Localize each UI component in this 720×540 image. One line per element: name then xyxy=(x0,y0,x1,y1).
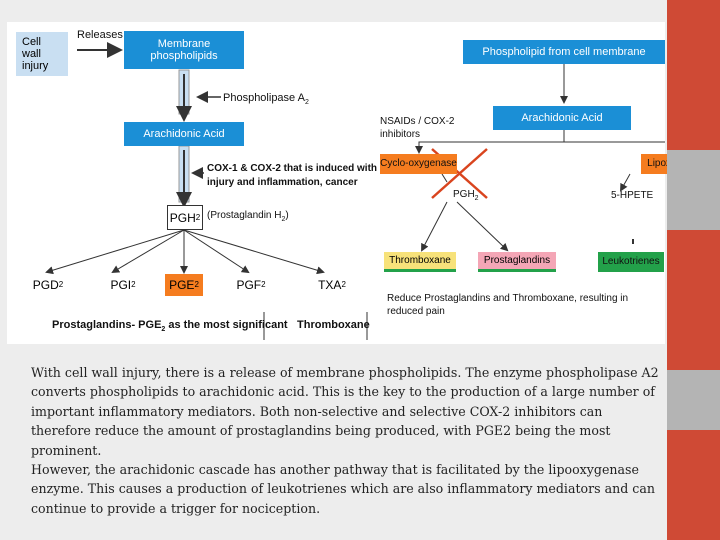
cox-note-line2: injury and inflammation, cancer xyxy=(207,177,358,188)
pgh2-note: (Prostaglandin H2) xyxy=(207,210,289,223)
cell-wall-injury-label: Cell wall injury xyxy=(22,36,49,72)
sidebar-block-gray-2 xyxy=(667,370,720,430)
decorative-sidebar xyxy=(667,0,720,540)
sidebar-block-red-2 xyxy=(667,230,720,370)
arachidonic-acid-box-right: Arachidonic Acid xyxy=(493,106,631,130)
result-text-line2: reduced pain xyxy=(387,306,445,317)
phospholipid-membrane-label: Phospholipid from cell membrane xyxy=(482,46,646,58)
sidebar-block-red-1 xyxy=(667,0,720,150)
cyclo-oxygenase-box: Cyclo-oxygenase xyxy=(380,154,457,174)
leukotrienes-box: Leukotrienes xyxy=(598,252,664,272)
phospholipase-label: Phospholipase A2 xyxy=(223,92,309,107)
arachidonic-acid-label-left: Arachidonic Acid xyxy=(143,128,225,140)
prostaglandins-label: Prostaglandins xyxy=(483,254,551,266)
caption-paragraph-1: With cell wall injury, there is a releas… xyxy=(31,365,659,458)
membrane-phospholipids-label: Membrane phospholipids xyxy=(150,38,218,62)
arachidonic-acid-box-left: Arachidonic Acid xyxy=(124,122,244,146)
hpete-label: 5-HPETE xyxy=(611,190,654,201)
thromboxane-label-left: Thromboxane xyxy=(297,319,370,331)
diagram-figure: Cell wall injury Releases Membrane phosp… xyxy=(7,22,715,344)
result-text-line1: Reduce Prostaglandins and Thromboxane, r… xyxy=(387,293,629,304)
releases-label: Releases xyxy=(77,29,123,41)
nsaids-label-line1: NSAIDs / COX-2 xyxy=(380,116,455,127)
prostaglandins-box: Prostaglandins xyxy=(478,252,556,272)
nsaids-label-line2: inhibitors xyxy=(380,129,421,140)
cyclo-oxygenase-label: Cyclo-oxygenase xyxy=(380,158,457,169)
prostaglandins-note: Prostaglandins- PGE2 as the most signifi… xyxy=(52,319,288,334)
caption-text: With cell wall injury, there is a releas… xyxy=(31,363,661,518)
sidebar-block-gray-1 xyxy=(667,150,720,230)
membrane-phospholipids-box: Membrane phospholipids xyxy=(124,31,244,69)
cell-wall-injury-box: Cell wall injury xyxy=(16,32,68,76)
thromboxane-box: Thromboxane xyxy=(384,252,456,272)
sidebar-block-red-3 xyxy=(667,430,720,540)
caption-paragraph-2: However, the arachidonic cascade has ano… xyxy=(31,462,655,516)
arachidonic-acid-label-right: Arachidonic Acid xyxy=(521,112,603,124)
phospholipid-membrane-box: Phospholipid from cell membrane xyxy=(463,40,665,64)
thromboxane-label-right: Thromboxane xyxy=(389,254,451,266)
pgh2-fan-lines xyxy=(45,229,325,275)
cox-note-line1: COX-1 & COX-2 that is induced with xyxy=(207,163,378,174)
leukotrienes-label: Leukotrienes xyxy=(602,256,660,267)
pgh2-label-right: PGH2 xyxy=(453,189,479,202)
